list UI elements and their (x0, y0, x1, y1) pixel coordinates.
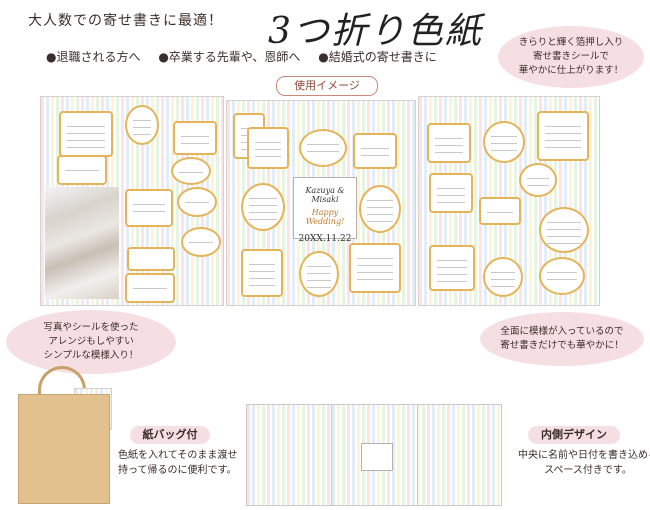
use-case-wedding: ●結婚式の寄せ書きに (318, 50, 437, 64)
message-card (241, 249, 283, 297)
message-card (125, 273, 175, 303)
message-card (173, 121, 217, 155)
center-name-card: Kazuya & Misaki Happy Wedding! 20XX.11.2… (293, 177, 357, 244)
message-card (57, 155, 107, 185)
inner-fold-line (331, 405, 332, 505)
message-card (353, 133, 397, 169)
use-case-retirement: ●退職される方へ (46, 50, 141, 64)
message-card (125, 105, 159, 145)
photo-callout-line3: シンプルな模様入り！ (43, 350, 139, 361)
inner-design-board (246, 404, 502, 506)
middle-panel: Kazuya & Misaki Happy Wedding! 20XX.11.2… (226, 100, 416, 306)
message-card (519, 163, 557, 197)
paper-bag-caption-line1: 色紙を入れてそのまま渡せ (118, 450, 238, 461)
message-card (483, 121, 525, 163)
product-title: 3つ折り色紙 (268, 11, 483, 52)
paper-bag-illustration (14, 366, 114, 504)
message-card (359, 185, 401, 233)
inner-design-caption-line1: 中央に名前や日付を書き込める (518, 450, 650, 461)
inner-design-caption-line2: スペース付きです。 (544, 465, 632, 476)
foil-callout-line1: きらりと輝く箔押し入り (518, 37, 624, 48)
usage-image-label: 使用イメージ (276, 76, 378, 96)
message-card (429, 173, 473, 213)
photo-callout-line1: 写真やシールを使った (43, 322, 139, 333)
message-card (479, 197, 521, 225)
left-panel (40, 96, 224, 306)
center-card-names: Kazuya & Misaki (305, 186, 345, 204)
message-card (427, 123, 471, 163)
message-card (299, 129, 347, 167)
foil-callout-line3: 華やかに仕上がります！ (518, 65, 624, 76)
inner-fold-line (417, 405, 418, 505)
photo-callout-line2: アレンジもしやすい (48, 336, 134, 347)
paper-bag-label: 紙バッグ付 (130, 426, 210, 444)
center-card-date: 20XX.11.22 (298, 234, 352, 244)
inner-design-caption: 中央に名前や日付を書き込める スペース付きです。 (518, 448, 650, 478)
pattern-callout-line2: 寄せ書きだけでも華やかに！ (500, 340, 624, 351)
foil-callout-bubble: きらりと輝く箔押し入り 寄せ書きシールで 華やかに仕上がります！ (498, 26, 644, 88)
use-case-list: ●退職される方へ ●卒業する先輩や、恩師へ ●結婚式の寄せ書きに (46, 48, 451, 65)
center-name-space (361, 443, 393, 471)
photo-sticker (45, 187, 119, 299)
message-card (429, 245, 475, 291)
center-card-message: Happy Wedding! (305, 208, 345, 226)
foil-callout-line2: 寄せ書きシールで (532, 51, 609, 62)
message-card (299, 251, 339, 297)
bag-handle (38, 366, 86, 396)
right-panel (418, 96, 600, 306)
photo-callout-bubble: 写真やシールを使った アレンジもしやすい シンプルな模様入り！ (6, 310, 176, 374)
message-card (349, 243, 401, 293)
trifold-board: Kazuya & Misaki Happy Wedding! 20XX.11.2… (40, 96, 600, 308)
pattern-callout-bubble: 全面に模様が入っているので 寄せ書きだけでも華やかに！ (480, 312, 644, 366)
message-card (537, 111, 589, 161)
message-card (539, 207, 589, 253)
bag-body (18, 394, 110, 504)
message-card (127, 247, 175, 271)
use-case-graduation: ●卒業する先輩や、恩師へ (158, 50, 301, 64)
message-card (241, 183, 285, 231)
message-card (483, 257, 523, 297)
message-card (177, 187, 217, 217)
message-card (59, 111, 113, 157)
message-card (247, 127, 289, 169)
inner-design-label: 内側デザイン (528, 426, 620, 444)
message-card (125, 189, 173, 227)
paper-bag-caption: 色紙を入れてそのまま渡せ 持って帰るのに便利です。 (118, 448, 237, 478)
message-card (539, 257, 585, 295)
headline: 大人数での寄せ書きに最適！ (28, 13, 223, 29)
message-card (171, 157, 211, 185)
paper-bag-caption-line2: 持って帰るのに便利です。 (118, 465, 237, 476)
pattern-callout-line1: 全面に模様が入っているので (500, 326, 624, 337)
message-card (181, 227, 221, 257)
